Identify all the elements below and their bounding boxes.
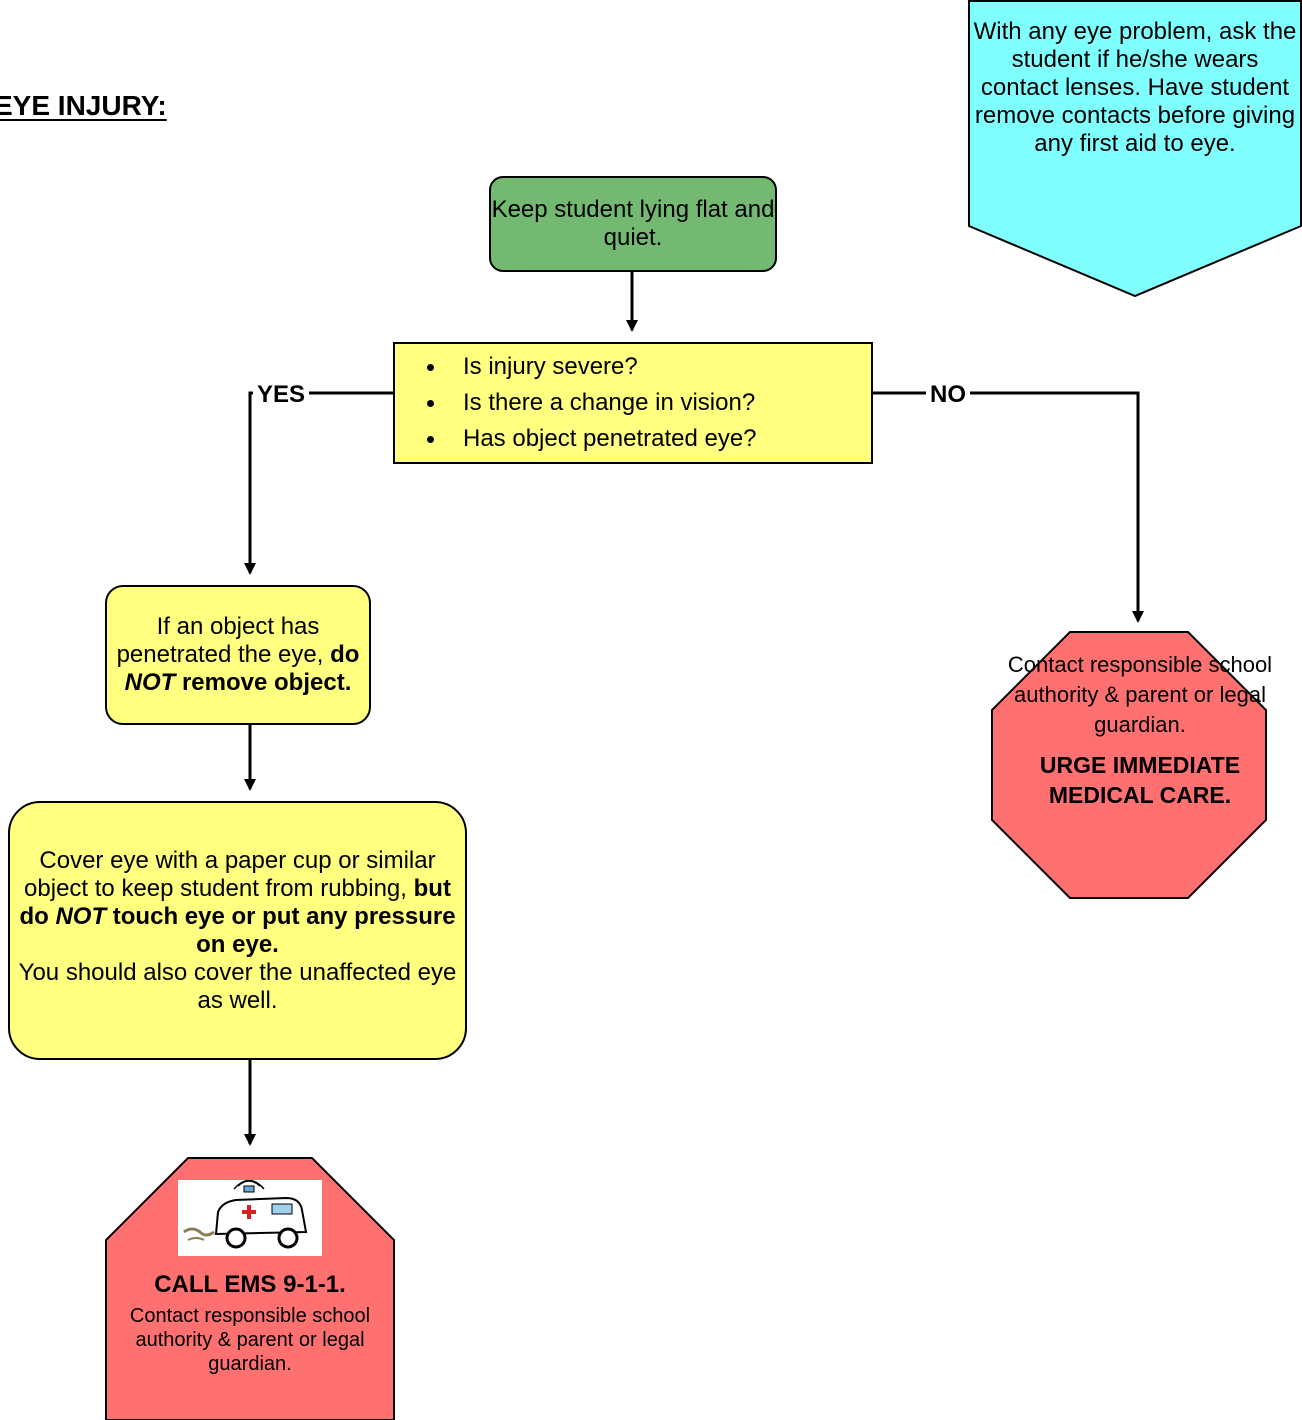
decision-questions: Is injury severe? Is there a change in v…	[409, 349, 757, 457]
contact-lens-note-shape	[968, 0, 1302, 298]
question-severe: Is injury severe?	[409, 349, 757, 385]
object-step-text: If an object has penetrated the eye, do …	[116, 613, 360, 696]
no-branch-contact-text: Contact responsible school authority & p…	[1007, 652, 1273, 737]
cover-eye-step-box: Cover eye with a paper cup or similar ob…	[8, 801, 467, 1060]
page-title: EYE INJURY:	[0, 90, 167, 121]
no-branch-stop-octagon	[991, 631, 1267, 899]
start-step-text: Keep student lying flat and quiet.	[491, 196, 775, 251]
yes-label: YES	[253, 381, 310, 409]
start-step-box: Keep student lying flat and quiet.	[489, 176, 777, 272]
ambulance-icon	[178, 1180, 322, 1256]
no-branch-stop-content: Contact responsible school authority & p…	[1000, 650, 1280, 810]
call-ems-text: CALL EMS 9-1-1.	[154, 1271, 346, 1298]
no-label: NO	[926, 381, 970, 409]
contact-lens-note: With any eye problem, ask the student if…	[973, 18, 1297, 157]
object-step-box: If an object has penetrated the eye, do …	[105, 585, 371, 725]
cover-eye-step-text: Cover eye with a paper cup or similar ob…	[18, 846, 457, 1014]
connector-yes-branch	[244, 391, 393, 575]
question-penetrated: Has object penetrated eye?	[409, 421, 757, 457]
urge-medical-care-text: URGE IMMEDIATE MEDICAL CARE.	[1039, 752, 1241, 808]
question-vision-change: Is there a change in vision?	[409, 385, 757, 421]
ems-stop-content: CALL EMS 9-1-1. Contact responsible scho…	[110, 1180, 390, 1376]
ems-contact-text: Contact responsible school authority & p…	[129, 1305, 371, 1375]
connector-no-branch	[873, 391, 1144, 623]
decision-box: Is injury severe? Is there a change in v…	[393, 342, 873, 464]
